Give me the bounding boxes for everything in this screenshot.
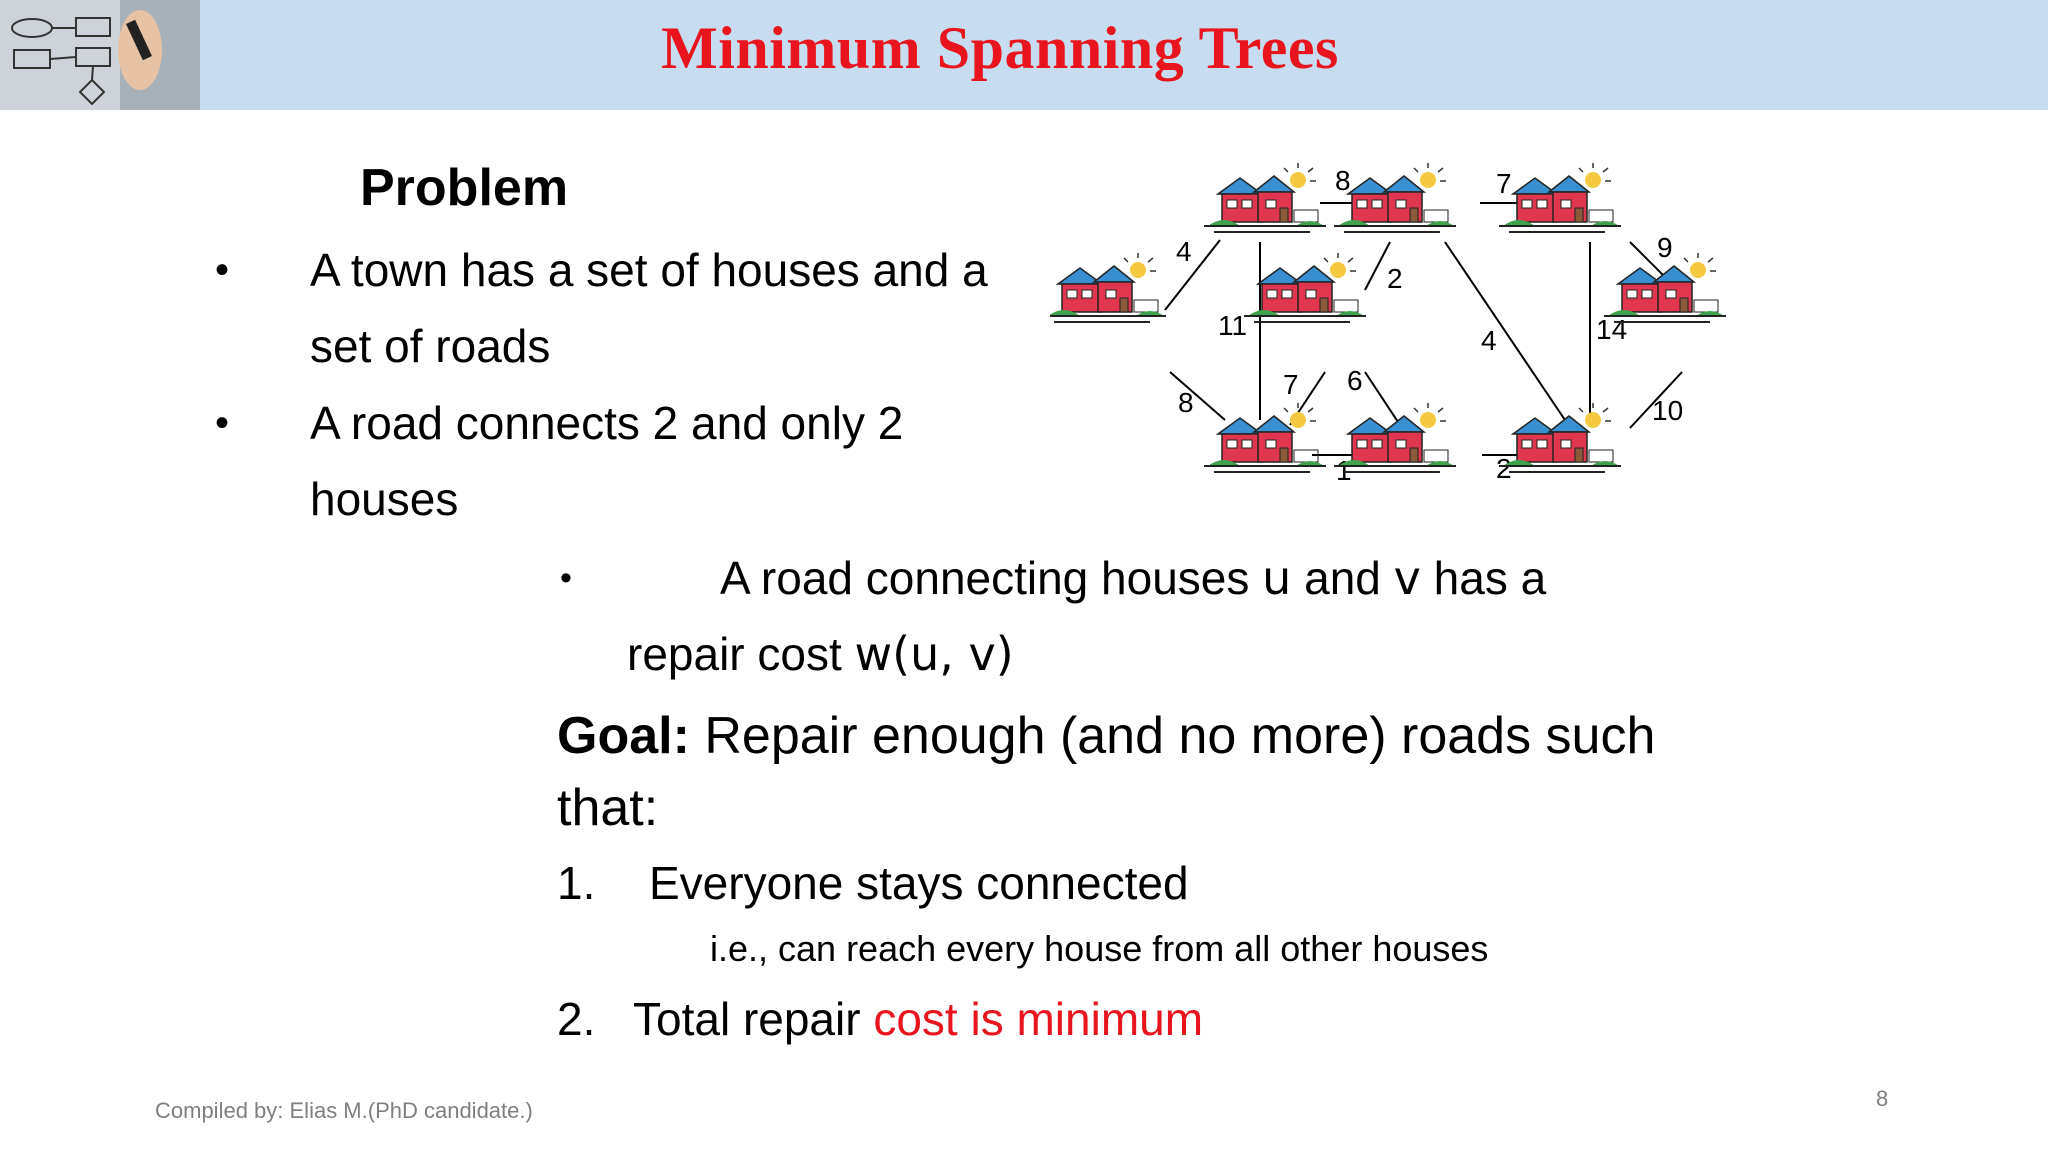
edge-weight-label: 2 (1387, 263, 1403, 294)
goal-statement: Goal: Repair enough (and no more) roads … (557, 700, 1657, 844)
bullet-text: A road connects 2 and only 2 houses (310, 397, 904, 525)
goal-item-1-sub: i.e., can reach every house from all oth… (710, 928, 1489, 969)
edge-weight-label: 9 (1657, 232, 1673, 263)
bullet-dot: • (560, 559, 572, 597)
edge-weight-label: 1 (1336, 455, 1352, 486)
house-icon (1499, 403, 1621, 473)
edge-weight-labels: 8 7 4 2 9 11 4 14 7 6 8 10 1 2 (1176, 165, 1683, 486)
house-icon (1604, 253, 1726, 323)
repair-cost-text: repair cost (627, 628, 855, 680)
var-v: v (1393, 551, 1421, 605)
road-cost-line-2: repair cost w(u, v) (560, 616, 1660, 692)
edge-weight-label: 10 (1652, 395, 1683, 426)
item-number: 2. (557, 993, 596, 1045)
road-edge (1629, 371, 1683, 429)
road-cost-line-1: A road connecting houses u and v has a (560, 540, 1660, 616)
item-text: Total repair (633, 993, 874, 1045)
edge-weight-label: 7 (1496, 168, 1512, 199)
item-number: 1. (557, 857, 596, 909)
bullet-dot: • (215, 248, 230, 292)
house-icon (1334, 163, 1456, 233)
edge-weight-label: 8 (1335, 165, 1351, 196)
edge-weight-label: 2 (1496, 453, 1512, 484)
edge-weight-label: 4 (1176, 236, 1192, 267)
road-edges (1164, 202, 1683, 456)
cost-function: w(u, v) (854, 627, 1014, 681)
road-cost-and: and (1291, 552, 1394, 604)
house-icon (1499, 163, 1621, 233)
road-cost-bullet: • A road connecting houses u and v has a… (560, 540, 1660, 692)
road-edge (1169, 371, 1226, 421)
edge-weight-label: 6 (1347, 365, 1363, 396)
header-bar: Minimum Spanning Trees (0, 0, 2048, 110)
house-icon (1050, 253, 1166, 323)
edge-weight-label: 8 (1178, 387, 1194, 418)
town-graph: 8 7 4 2 9 11 4 14 7 6 8 10 1 2 (1050, 163, 1726, 486)
house-nodes (1050, 163, 1726, 473)
flowchart-logo (0, 0, 200, 110)
road-edge (1364, 241, 1391, 291)
problem-heading: Problem (360, 159, 569, 217)
page-number: 8 (1876, 1086, 1889, 1111)
bullet-text: A town has a set of houses and a set of … (310, 244, 988, 372)
house-icon (1204, 163, 1326, 233)
road-edge (1364, 371, 1401, 426)
edge-weight-label: 11 (1218, 310, 1247, 341)
road-cost-text: A road connecting houses (720, 552, 1263, 604)
road-edge (1164, 239, 1221, 311)
goal-item-2: 2. Total repair cost is minimum (557, 992, 1203, 1046)
house-icon (1244, 253, 1366, 323)
edge-weight-label: 14 (1596, 314, 1627, 345)
slide-title: Minimum Spanning Trees (661, 15, 1339, 81)
goal-item-1: 1. Everyone stays connected (557, 856, 1189, 910)
goal-text: Repair enough (and no more) roads such t… (557, 707, 1656, 837)
bullet-dot: • (215, 401, 230, 445)
bullet-road-connects: • A road connects 2 and only 2 houses (215, 385, 1030, 537)
house-icon (1334, 403, 1456, 473)
edge-weight-label: 7 (1283, 369, 1299, 400)
var-u: u (1262, 551, 1292, 605)
bullet-houses-roads: • A town has a set of houses and a set o… (215, 232, 1030, 384)
item-highlight: cost is minimum (873, 993, 1204, 1045)
road-cost-has-a: has a (1420, 552, 1547, 604)
road-edge (1444, 241, 1566, 421)
item-text: Everyone stays connected (649, 857, 1189, 909)
footer-credit: Compiled by: Elias M.(PhD candidate.) (155, 1098, 533, 1123)
goal-label: Goal: (557, 707, 690, 765)
edge-weight-label: 4 (1481, 325, 1497, 356)
house-icon (1204, 403, 1326, 473)
